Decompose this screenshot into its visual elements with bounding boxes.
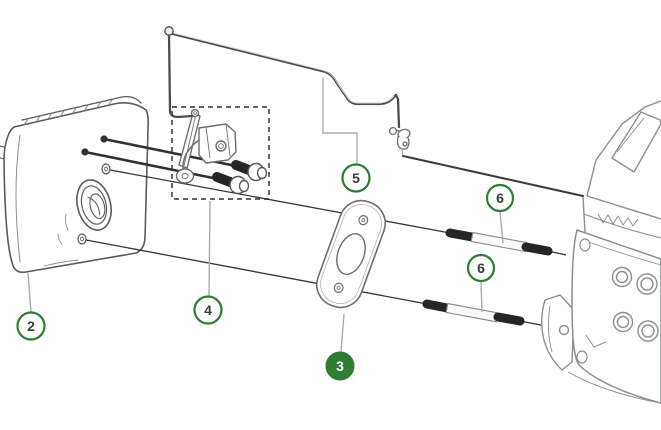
bracket-bolt-lower (212, 172, 250, 195)
callout-4[interactable]: 4 (193, 295, 223, 325)
callout-6-upper[interactable]: 6 (485, 183, 515, 213)
callout-5[interactable]: 5 (341, 163, 371, 193)
muffler-bolts (81, 135, 238, 181)
leader-lines (27, 78, 504, 353)
bracket-drawing (175, 108, 268, 195)
callout-4-label: 4 (204, 302, 212, 318)
stud-lower (422, 299, 525, 326)
callout-3-selected[interactable]: 3 (325, 351, 355, 381)
guard-wire-drawing (164, 26, 584, 197)
stud-upper (445, 228, 553, 256)
engine-drawing (541, 100, 661, 404)
gasket-drawing (315, 199, 387, 309)
callout-3-label: 3 (336, 358, 344, 374)
callout-2-label: 2 (27, 318, 35, 334)
callout-2[interactable]: 2 (16, 311, 46, 341)
dashed-detail-box (171, 106, 270, 200)
callout-6-lower[interactable]: 6 (466, 253, 496, 283)
callout-6-lower-label: 6 (477, 260, 485, 276)
callout-6-upper-label: 6 (496, 190, 504, 206)
callout-5-label: 5 (352, 170, 360, 186)
wire-clamp (388, 126, 411, 150)
bracket-bolt-upper (231, 160, 268, 182)
muffler-drawing (0, 95, 150, 274)
stud-axis-lines (85, 169, 579, 333)
